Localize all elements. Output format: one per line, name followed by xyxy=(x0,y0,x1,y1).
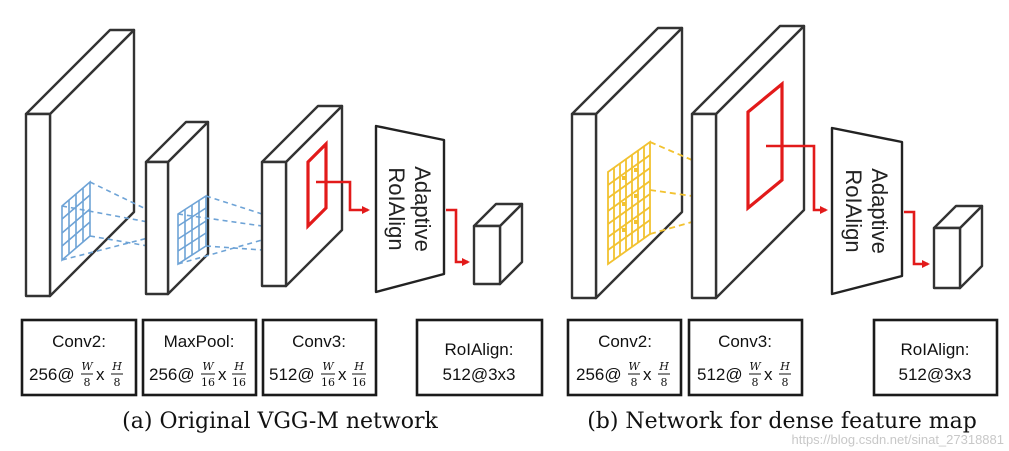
panel-a-adaptive-roialign-block xyxy=(374,124,446,294)
panel-b-layer-input xyxy=(570,26,684,300)
panel-b-conv3-prefix: 512@ xyxy=(697,365,743,384)
panel-a-conv3-w-den: 16 xyxy=(321,376,335,389)
panel-b-caption: (b) Network for dense feature map xyxy=(587,409,977,434)
panel-b-conv3-h-den: 8 xyxy=(782,376,789,389)
panel-a-output-arrow xyxy=(446,208,470,266)
panel-a-maxpool-box xyxy=(141,318,258,397)
panel-a-conv3-w: W xyxy=(322,360,335,373)
panel-a-layer-conv3 xyxy=(260,104,344,288)
panel-a: Adaptive RoIAlign Conv2: 256@ W 8 x H 8 … xyxy=(20,28,544,434)
panel-a-roialign-box xyxy=(415,318,544,397)
panel-b-output-cube xyxy=(932,204,984,290)
panel-a-conv3-x: x xyxy=(338,365,347,384)
panel-a-conv2-w-den: 8 xyxy=(84,376,91,389)
svg-text:Adaptive: Adaptive xyxy=(867,168,892,254)
panel-b-conv3-w: W xyxy=(749,360,762,373)
panel-a-conv2-w: W xyxy=(81,360,94,373)
panel-b: Adaptive RoIAlign Conv2: 256@ W 8 x H 8 … xyxy=(566,24,999,434)
panel-b-output-arrow xyxy=(904,210,930,268)
panel-a-roi-box xyxy=(306,140,328,230)
panel-a-conv3-h: H xyxy=(353,360,364,373)
panel-b-conv2-box xyxy=(566,318,683,397)
panel-a-maxpool-title: MaxPool: xyxy=(164,332,235,351)
panel-a-roi-arrow xyxy=(316,180,370,214)
panel-b-roi-box xyxy=(746,80,784,212)
panel-b-roi-arrow xyxy=(766,144,828,214)
panel-b-conv3-h: H xyxy=(779,360,790,373)
panel-b-roialign-value: 512@3x3 xyxy=(898,365,971,384)
panel-a-conv2-prefix: 256@ xyxy=(29,365,75,384)
panel-a-conv2-title: Conv2: xyxy=(52,332,106,351)
panel-a-conv3-box xyxy=(261,318,378,397)
panel-a-roialign-title: RoIAlign: xyxy=(445,340,514,359)
svg-text:RoIAlign: RoIAlign xyxy=(384,167,409,250)
panel-b-conv2-w: W xyxy=(628,360,641,373)
panel-b-projection xyxy=(649,141,693,235)
panel-b-conv3-x: x xyxy=(764,365,773,384)
panel-a-maxpool-w: W xyxy=(202,360,215,373)
panel-a-conv2-box xyxy=(20,318,138,397)
panel-a-roialign-value: 512@3x3 xyxy=(442,365,515,384)
panel-a-caption: (a) Original VGG-M network xyxy=(122,409,438,434)
panel-b-roialign-box xyxy=(872,318,999,397)
panel-a-maxpool-w-den: 16 xyxy=(201,376,215,389)
panel-a-maxpool-h-den: 16 xyxy=(232,376,246,389)
panel-a-maxpool-prefix: 256@ xyxy=(149,365,195,384)
panel-b-conv3-box xyxy=(687,318,804,397)
panel-b-conv2-w-den: 8 xyxy=(631,376,638,389)
panel-b-adaptive-label: Adaptive RoIAlign xyxy=(841,168,892,254)
svg-text:RoIAlign: RoIAlign xyxy=(841,169,866,252)
panel-b-conv2-title: Conv2: xyxy=(598,332,652,351)
panel-b-conv2-prefix: 256@ xyxy=(576,365,622,384)
panel-a-conv2-h: H xyxy=(111,360,122,373)
panel-a-conv3-prefix: 512@ xyxy=(269,365,315,384)
panel-a-maxpool-x: x xyxy=(218,365,227,384)
panel-a-maxpool-h: H xyxy=(233,360,244,373)
panel-b-conv2-x: x xyxy=(643,365,652,384)
panel-b-conv3-title: Conv3: xyxy=(718,332,772,351)
panel-b-adaptive-roialign-block xyxy=(830,126,904,296)
panel-a-conv3-h-den: 16 xyxy=(352,376,366,389)
panel-b-conv3-w-den: 8 xyxy=(752,376,759,389)
panel-a-projection-1 xyxy=(61,181,149,261)
panel-a-conv2-h-den: 8 xyxy=(114,376,121,389)
panel-a-adaptive-label: Adaptive RoIAlign xyxy=(384,166,435,252)
panel-a-conv2-x: x xyxy=(96,365,105,384)
panel-b-conv2-h: H xyxy=(658,360,669,373)
panel-a-layer-input xyxy=(24,28,136,298)
panel-a-receptive-grid-1 xyxy=(61,180,91,262)
panel-a-output-cube xyxy=(472,202,524,286)
panel-a-projection-2 xyxy=(177,195,263,265)
panel-b-roialign-title: RoIAlign: xyxy=(901,340,970,359)
watermark-text: https://blog.csdn.net/sinat_27318881 xyxy=(792,432,1005,447)
svg-text:Adaptive: Adaptive xyxy=(410,166,435,252)
panel-b-conv2-h-den: 8 xyxy=(661,376,668,389)
panel-a-conv3-title: Conv3: xyxy=(292,332,346,351)
